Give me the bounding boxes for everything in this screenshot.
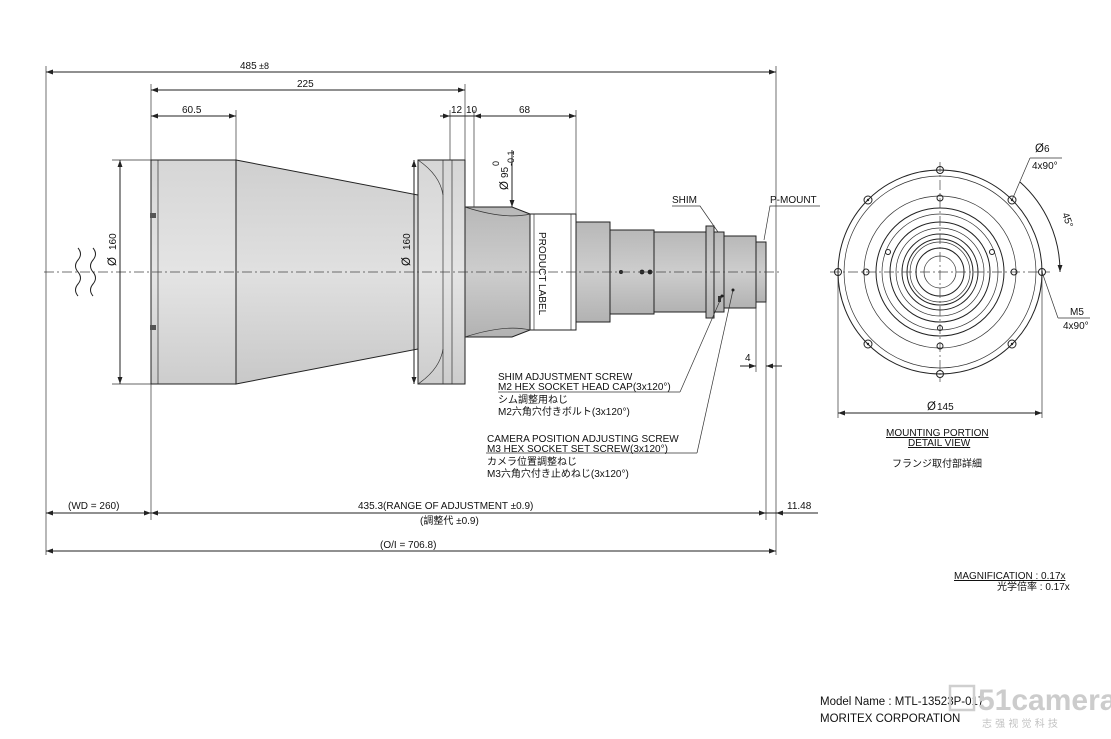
cam-note-2: M3 HEX SOCKET SET SCREW(3x120°) (487, 444, 668, 455)
p-mount-label: P-MOUNT (770, 195, 817, 206)
hole-angle-label: 45° (1059, 211, 1075, 229)
diameter-dimensions: Ø 160 Ø 160 Ø 95 0 -0.1 PRODUCT LABEL (107, 150, 547, 385)
dia-flange-label: 160 (402, 233, 413, 250)
shim-note-4: M2六角穴付きボルト(3x120°) (498, 405, 630, 418)
shim-note-3: シム調整用ねじ (498, 393, 568, 406)
dia-rear-symbol: Ø (499, 181, 511, 190)
dia-flange-symbol: Ø (401, 257, 413, 266)
magnification-line-2: 光学倍率 : 0.17x (997, 580, 1070, 593)
hole-a-dia: 6 (1044, 144, 1050, 155)
flange-dia-symbol: Ø (927, 401, 936, 413)
range-label: 435.3(RANGE OF ADJUSTMENT ±0.9) (358, 501, 533, 512)
detail-title-jp: フランジ取付部詳細 (892, 457, 982, 470)
dim-4-label: 4 (745, 353, 751, 364)
product-label-text: PRODUCT LABEL (536, 232, 547, 316)
back-focus-label: 11.48 (787, 501, 812, 512)
callouts: SHIM P-MOUNT SHIM ADJUSTMENT SCREW M2 HE… (486, 195, 820, 520)
hole-b-count: 4x90° (1063, 321, 1089, 332)
cam-note-4: M3六角穴付き止めねじ(3x120°) (487, 467, 629, 480)
dia-front-label: 160 (108, 233, 119, 250)
dim-68-label: 68 (519, 105, 531, 116)
flange-dia-label: 145 (937, 402, 954, 413)
company-name: MORITEX CORPORATION (820, 713, 960, 725)
wd-label: (WD = 260) (68, 501, 119, 512)
range-jp-label: (調整代 ±0.9) (420, 514, 479, 527)
dim-485-tol: ±8 (259, 61, 269, 71)
dim-12-label: 12 (451, 105, 463, 116)
lens-side-view (44, 159, 782, 385)
dia-rear-tol-upper: 0 (491, 161, 501, 166)
cam-note-3: カメラ位置調整ねじ (487, 455, 577, 468)
hole-b-thread: M5 (1070, 307, 1084, 318)
dia-rear-label: 95 (500, 166, 511, 178)
hole-a-count: 4x90° (1032, 161, 1058, 172)
dia-rear-tol-lower: -0.1 (506, 150, 516, 166)
shim-label: SHIM (672, 195, 697, 206)
detail-title-2: DETAIL VIEW (908, 438, 971, 449)
dim-485-label: 485 (240, 61, 257, 72)
dim-60-5-label: 60.5 (182, 105, 202, 116)
model-name: Model Name : MTL-13523P-017 (820, 696, 984, 708)
hole-a-symbol: Ø (1035, 143, 1044, 155)
cam-note-1: CAMERA POSITION ADJUSTING SCREW (487, 434, 679, 445)
shim-note-1: SHIM ADJUSTMENT SCREW (498, 372, 633, 383)
detail-title-1: MOUNTING PORTION (886, 428, 989, 439)
dim-10-label: 10 (466, 105, 478, 116)
magnification-line-1: MAGNIFICATION : 0.17x (954, 571, 1066, 582)
bottom-dimensions: (WD = 260) 435.3(RANGE OF ADJUSTMENT ±0.… (46, 384, 818, 554)
oi-label: (O/I = 706.8) (380, 540, 436, 551)
watermark-brand: 51camera (978, 684, 1111, 717)
mounting-detail-view: Ø 6 4x90° 45° M5 4x90° Ø 145 MOUNTING PO… (830, 143, 1090, 470)
top-dimensions: 485 ±8 225 60.5 12 10 68 (45, 61, 777, 555)
watermark-tagline: 志 强 视 觉 科 技 (982, 717, 1058, 730)
watermark-logo: 51camera 志 强 视 觉 科 技 (948, 684, 1111, 730)
shim-note-2: M2 HEX SOCKET HEAD CAP(3x120°) (498, 382, 671, 393)
dia-front-symbol: Ø (107, 257, 119, 266)
dim-225-label: 225 (297, 79, 314, 90)
